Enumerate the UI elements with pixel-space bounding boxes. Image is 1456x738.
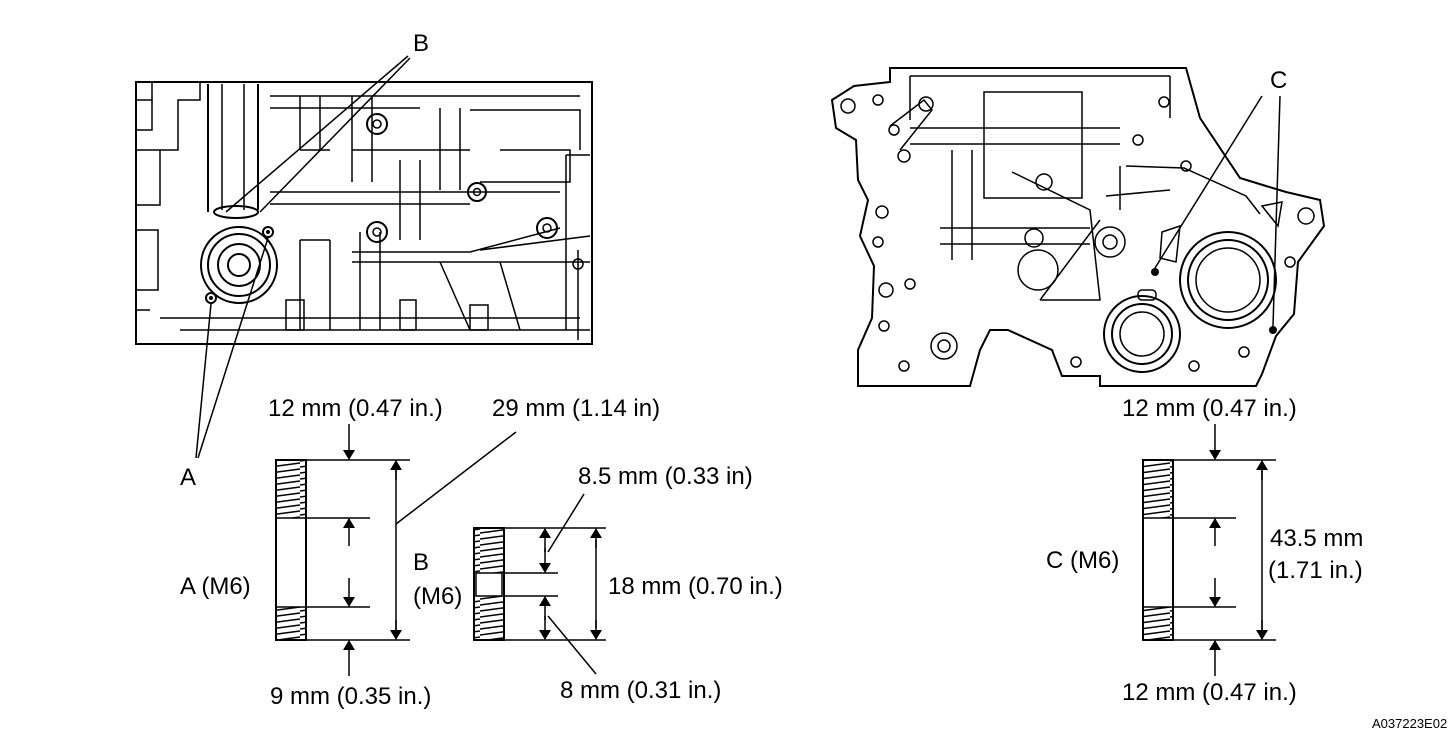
callout-b: B [225,30,429,213]
callout-a-label: A [180,464,196,491]
engine-block-right-view [830,67,1326,387]
engine-block-left-view [135,81,593,345]
callout-c-leader-2 [1272,95,1281,327]
stud-c: 12 mm (0.47 in.) 12 mm (0.47 in.) 43.5 m… [1046,395,1363,706]
stud-a-thread-top [277,461,305,518]
figure-code: A037223E02 [1372,716,1447,731]
stud-b: 8.5 mm (0.33 in) 8 mm (0.31 in.) 18 mm (… [413,463,783,704]
callout-c: C [1154,67,1287,327]
stud-b-overall-dim: 18 mm (0.70 in.) [608,573,783,600]
callout-c-leader-1 [1154,95,1263,269]
stud-b-name-line1: B [413,549,429,576]
stud-c-bottom-dim: 12 mm (0.47 in.) [1122,679,1297,706]
stud-c-top-dim: 12 mm (0.47 in.) [1122,395,1297,422]
callout-a-leader-1 [195,303,212,459]
stud-b-bottom-dim: 8 mm (0.31 in.) [560,677,721,704]
stud-a-bottom-dim: 9 mm (0.35 in.) [270,683,431,710]
callout-b-leader-2 [259,57,411,213]
stud-b-thread-top [475,529,503,573]
stud-c-overall-dim-line2: (1.71 in.) [1268,557,1363,584]
stud-a-overall-leader [395,431,517,525]
stud-c-overall-dim-line1: 43.5 mm [1270,525,1363,552]
stud-a-top-dim: 12 mm (0.47 in.) [268,395,443,422]
stud-a-thread-bottom [277,607,305,639]
callout-a-leader-2 [197,237,269,459]
stud-c-thread-bottom [1144,607,1172,639]
callout-b-leader-1 [225,55,409,213]
callout-b-label: B [413,30,429,57]
stud-b-collar [475,572,503,597]
stud-b-bottom-leader [547,615,597,675]
callout-a: A [180,237,269,491]
callout-c-label: C [1270,67,1287,94]
stud-b-thread-bottom [475,596,503,639]
stud-b-name-line2: (M6) [413,583,462,610]
stud-a: 12 mm (0.47 in.) 9 mm (0.35 in.) 29 mm (… [180,395,660,710]
stud-a-overall-dim: 29 mm (1.14 in) [492,395,660,422]
stud-b-top-leader [547,493,585,553]
stud-a-name: A (M6) [180,573,251,600]
stud-c-thread-top [1144,461,1172,518]
stud-b-top-dim: 8.5 mm (0.33 in) [578,463,753,490]
stud-c-name: C (M6) [1046,547,1119,574]
